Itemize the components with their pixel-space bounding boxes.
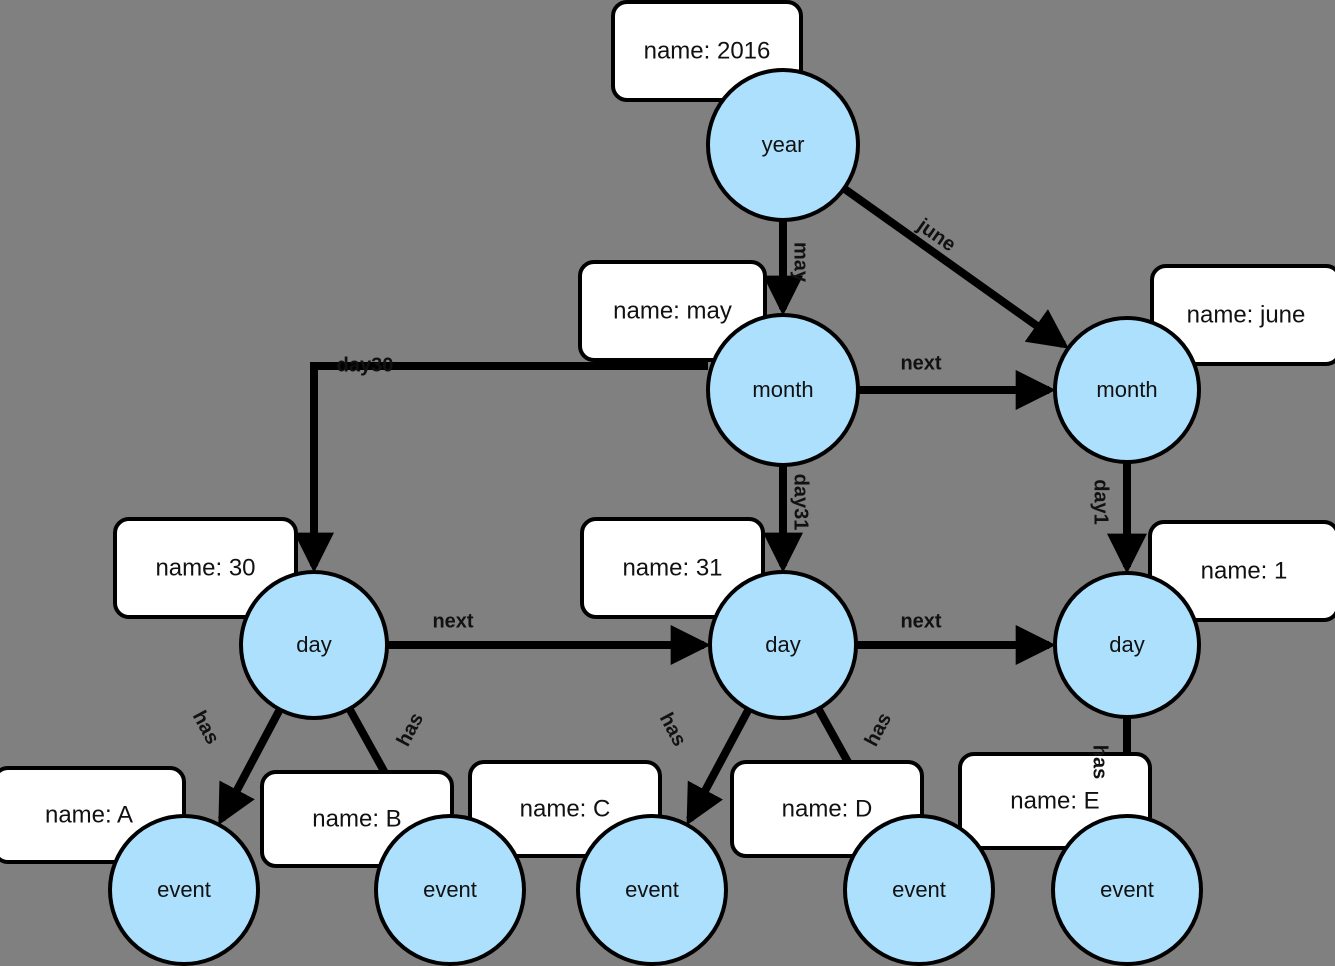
node-label: event — [1100, 877, 1154, 902]
edge-label-e-has-D: has — [861, 709, 897, 750]
property-box-shape — [1150, 264, 1335, 366]
edge-label-e-day31: day31 — [790, 474, 812, 531]
property-box-label: name: june — [1187, 301, 1306, 328]
edge-e-has-A — [217, 708, 283, 826]
node-label: event — [157, 877, 211, 902]
node-label: event — [625, 877, 679, 902]
property-box-p-monthMay: name: may — [578, 260, 767, 362]
property-box-shape — [580, 517, 765, 619]
edge-label-e-next-31-1: next — [900, 610, 941, 632]
node-circle[interactable] — [374, 814, 526, 966]
node-circle[interactable] — [239, 570, 389, 720]
node-circle[interactable] — [1053, 316, 1201, 464]
node-label: day — [296, 632, 331, 657]
node-label: month — [1096, 377, 1157, 402]
node-day1[interactable]: day — [1053, 571, 1201, 719]
node-circle[interactable] — [706, 313, 860, 467]
edge-label-e-has-C: has — [655, 709, 691, 750]
node-monthJune[interactable]: month — [1053, 316, 1201, 464]
property-box-label: name: 2016 — [644, 37, 771, 64]
property-box-label: name: 31 — [622, 554, 722, 581]
node-eventA[interactable]: event — [108, 814, 260, 966]
edge-label-e-next-30-31: next — [432, 610, 473, 632]
node-circle[interactable] — [1051, 814, 1203, 966]
property-box-label: name: E — [1010, 787, 1099, 814]
node-circle[interactable] — [576, 814, 728, 966]
node-eventB[interactable]: event — [374, 814, 526, 966]
node-eventC[interactable]: event — [576, 814, 728, 966]
edge-label-e-day30: day30 — [337, 354, 394, 376]
property-box-label: name: C — [520, 795, 611, 822]
edge-label-e-may: may — [790, 242, 812, 283]
node-label: day — [765, 632, 800, 657]
property-box-shape — [113, 517, 298, 619]
edge-e-june — [842, 185, 1069, 349]
property-box-label: name: 1 — [1201, 557, 1288, 584]
node-eventD[interactable]: event — [843, 814, 995, 966]
property-box-label: name: A — [45, 801, 133, 828]
node-day31[interactable]: day — [708, 570, 858, 720]
edge-e-day30 — [294, 362, 708, 573]
property-box-label: name: 30 — [155, 554, 255, 581]
edge-e-has-C — [686, 708, 752, 826]
property-boxes-layer: name: 2016 name: may name: june name: 30 nam… — [0, 0, 1335, 868]
node-circle[interactable] — [708, 570, 858, 720]
property-box-p-day31: name: 31 — [580, 517, 765, 619]
property-box-p-day1: name: 1 — [1148, 520, 1335, 622]
edge-label-e-has-E: has — [1089, 745, 1111, 779]
node-circle[interactable] — [706, 68, 860, 222]
property-box-shape — [1148, 520, 1335, 622]
node-circle[interactable] — [108, 814, 260, 966]
node-label: event — [423, 877, 477, 902]
node-label: year — [762, 132, 805, 157]
property-box-p-monthJune: name: june — [1150, 264, 1335, 366]
property-box-label: name: D — [782, 795, 873, 822]
edge-label-e-next-may-june: next — [900, 352, 941, 374]
property-box-label: name: B — [312, 805, 401, 832]
node-eventE[interactable]: event — [1051, 814, 1203, 966]
node-label: event — [892, 877, 946, 902]
node-day30[interactable]: day — [239, 570, 389, 720]
node-label: month — [752, 377, 813, 402]
property-box-shape — [578, 260, 767, 362]
node-circle[interactable] — [1053, 571, 1201, 719]
node-year2016[interactable]: year — [706, 68, 860, 222]
edge-label-e-has-A: has — [188, 707, 224, 748]
node-monthMay[interactable]: month — [706, 313, 860, 467]
property-box-p-day30: name: 30 — [113, 517, 298, 619]
nodes-layer: year month month day day day event event event ev… — [108, 68, 1203, 966]
edge-label-e-day1: day1 — [1090, 479, 1112, 525]
node-label: day — [1109, 632, 1144, 657]
node-circle[interactable] — [843, 814, 995, 966]
edge-label-e-has-B: has — [393, 709, 429, 750]
property-box-label: name: may — [613, 297, 732, 324]
